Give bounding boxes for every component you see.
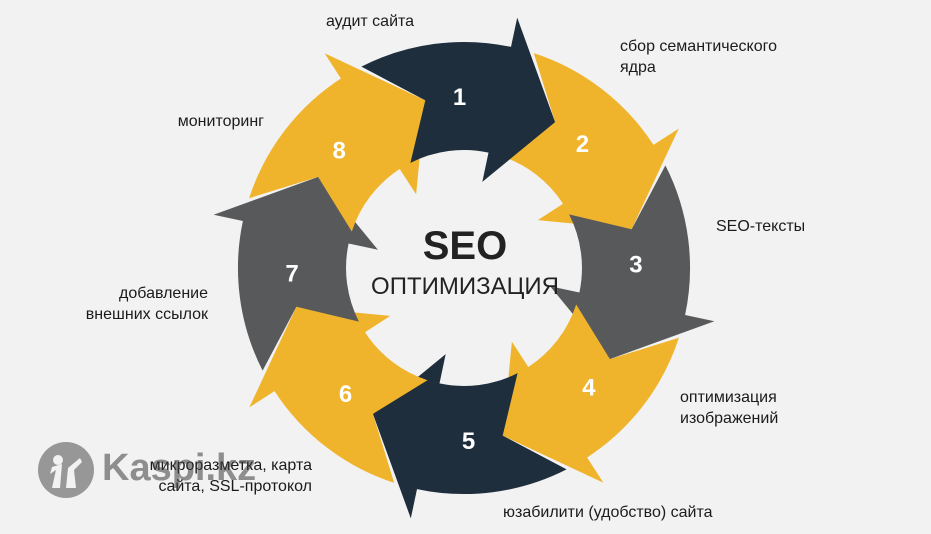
step-6-number: 6 — [339, 381, 352, 408]
step-1-arrow — [361, 17, 556, 182]
step-2-label: сбор семантического ядра — [620, 38, 777, 76]
step-5-label: юзабилити (удобство) сайта — [503, 504, 713, 521]
step-1-number: 1 — [453, 84, 466, 111]
step-2-number: 2 — [576, 131, 589, 158]
step-4-arrow — [502, 304, 679, 483]
step-5-number: 5 — [462, 428, 475, 455]
step-7-label: добавление внешних ссылок — [85, 285, 208, 323]
step-7-number: 7 — [285, 261, 298, 288]
step-5-arrow — [372, 354, 567, 519]
step-3-arrow — [550, 165, 715, 360]
step-3-label: SEO-тексты — [716, 218, 806, 235]
diagram-title: SEO — [422, 224, 508, 268]
step-numbers: 2 3 4 5 6 7 8 1 — [285, 84, 642, 455]
step-2-arrow — [500, 53, 679, 230]
step-7-arrow — [213, 176, 378, 371]
step-6-arrow — [249, 306, 428, 483]
step-4-label: оптимизация изображений — [680, 389, 779, 427]
step-8-number: 8 — [333, 138, 346, 165]
kaspi-logo-icon — [38, 442, 94, 498]
step-3-number: 3 — [629, 252, 642, 279]
watermark-text: Kaspi.kz — [102, 447, 257, 489]
step-8-label: мониторинг — [177, 113, 264, 130]
step-4-number: 4 — [582, 374, 596, 401]
step-6-label: микроразметка, карта сайта, SSL-протокол — [149, 457, 312, 495]
step-1-label: аудит сайта — [325, 13, 415, 30]
cycle-arrows — [213, 17, 715, 519]
step-8-arrow — [249, 53, 426, 232]
diagram-subtitle: ОПТИМИЗАЦИЯ — [371, 273, 559, 300]
